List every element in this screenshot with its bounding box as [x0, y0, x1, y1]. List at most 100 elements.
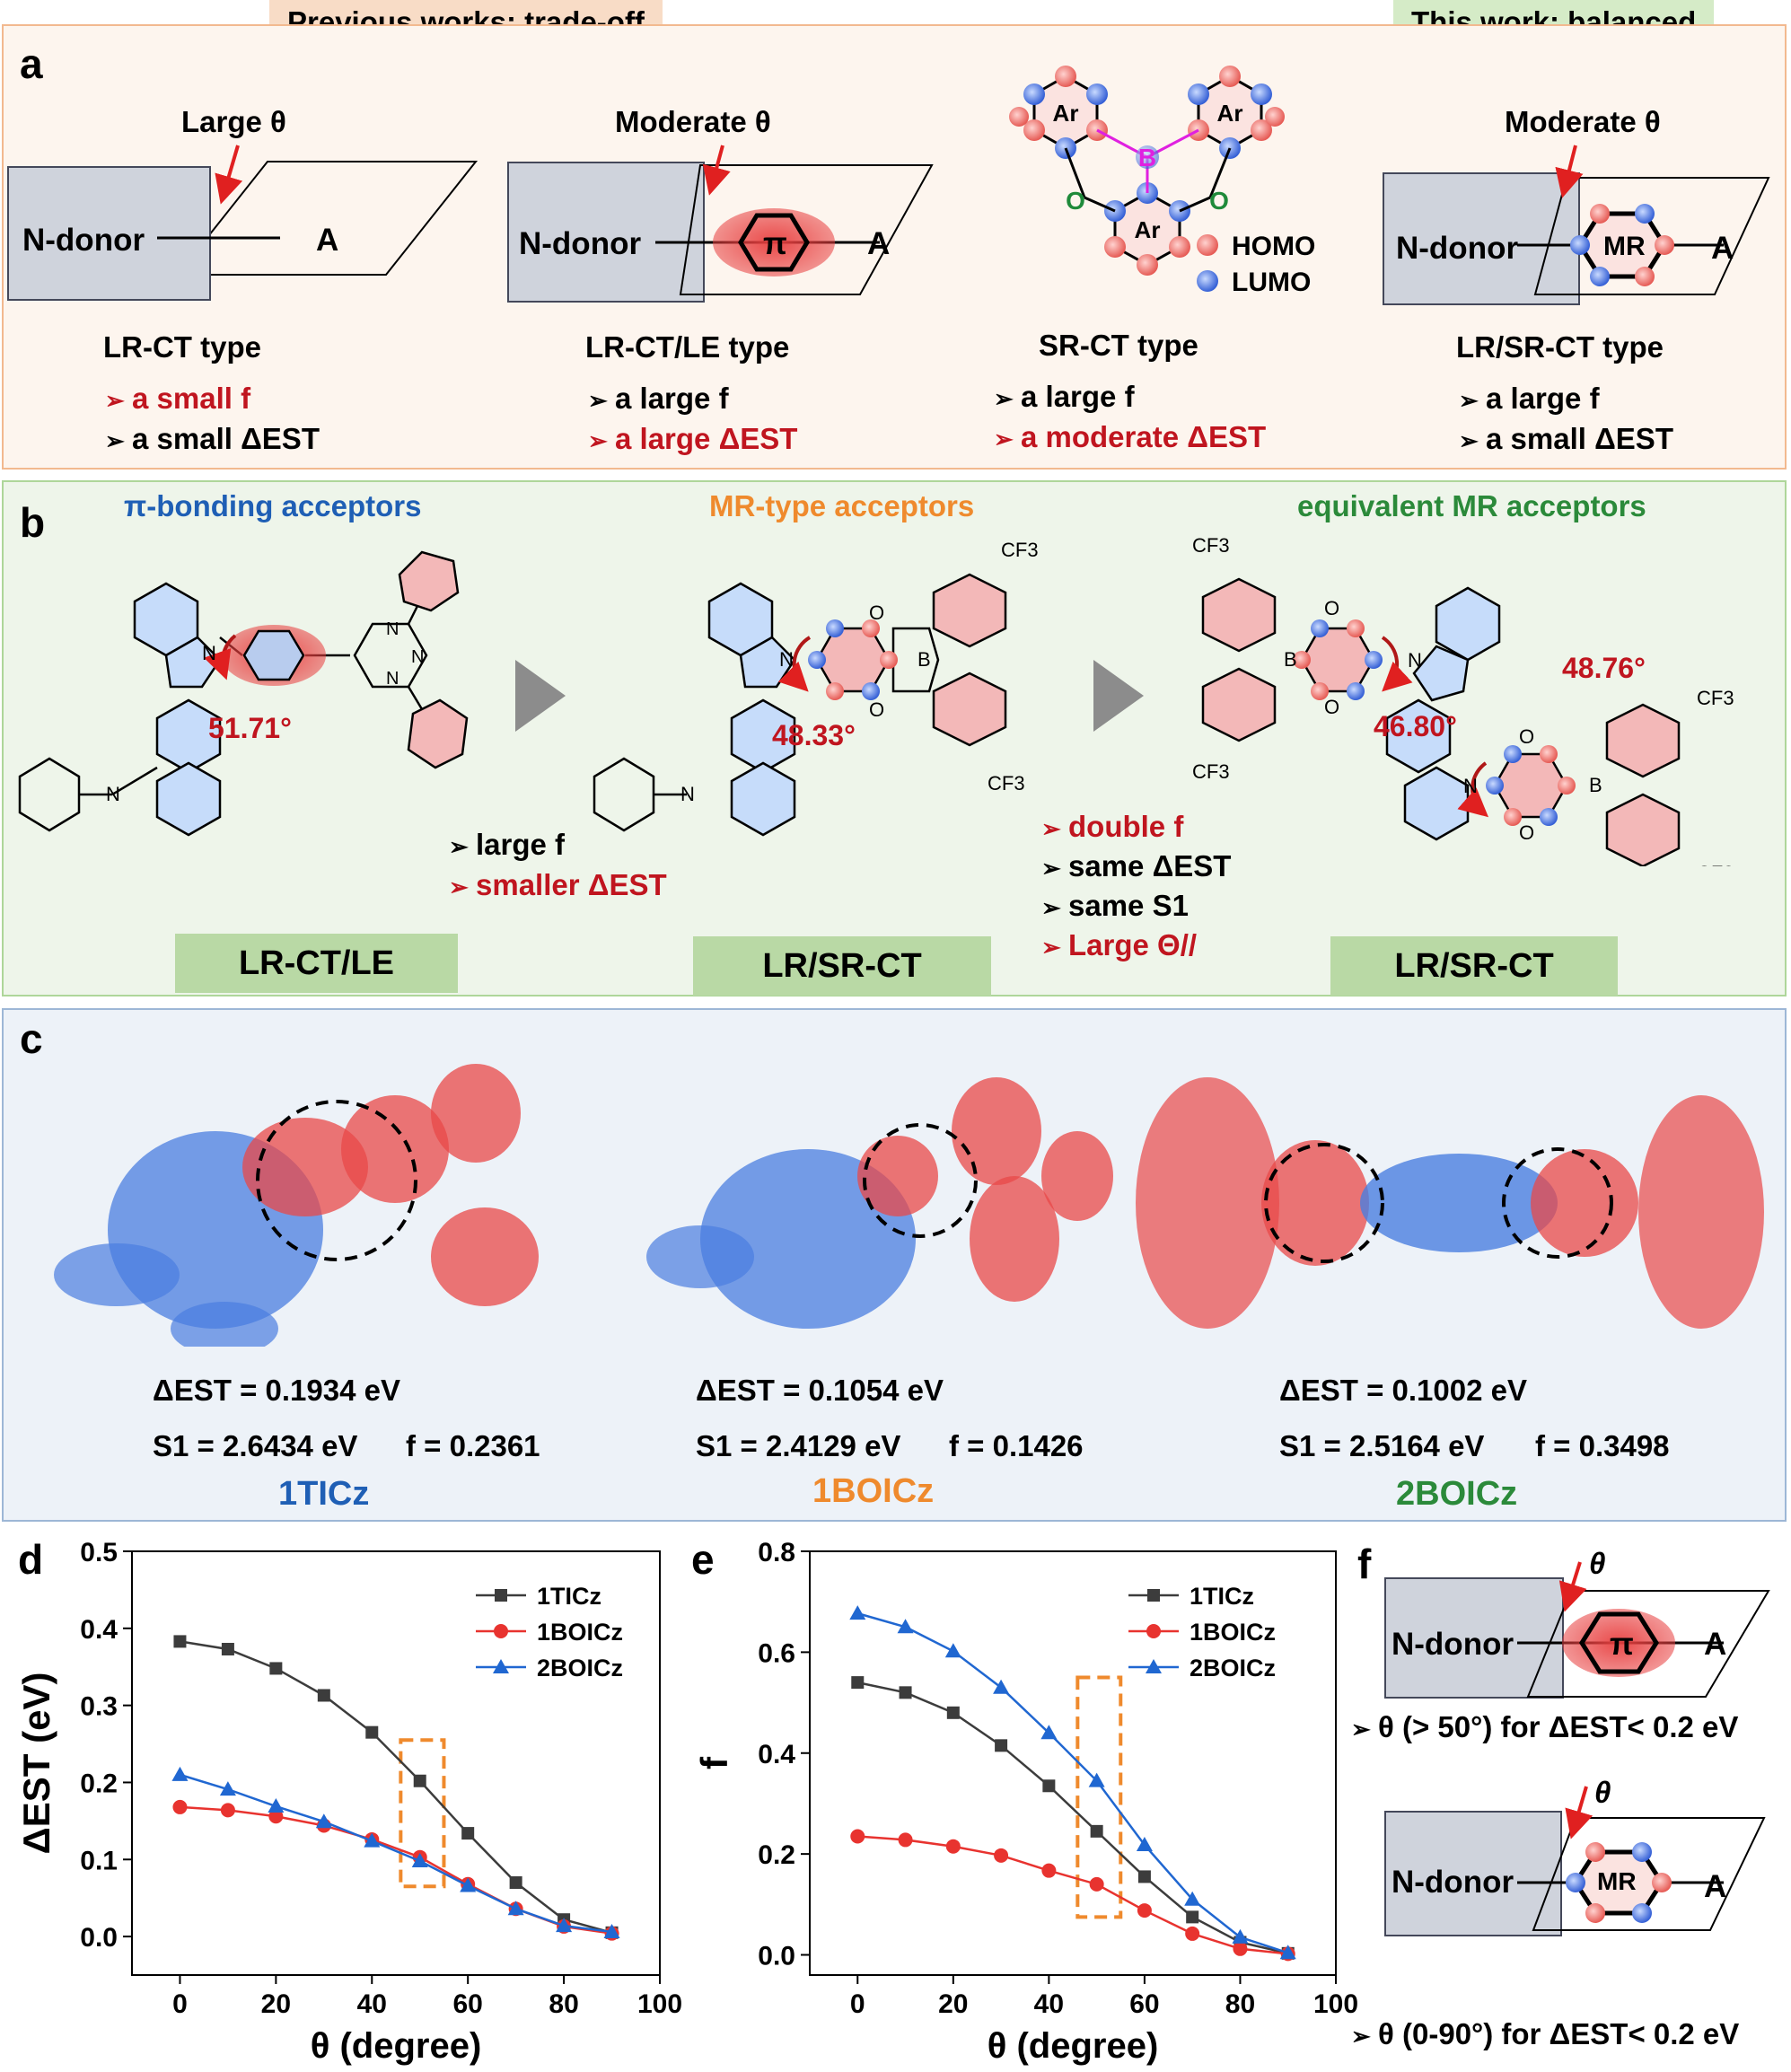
x-tick-label: 0: [172, 1989, 188, 2019]
x-tick-label: 20: [261, 1989, 291, 2019]
arrow-bullet-icon: ➢: [1041, 815, 1061, 842]
data-point-1TICz: [1090, 1824, 1103, 1838]
data-point-1TICz: [269, 1662, 283, 1675]
molecule-1boicz: N N B O O CF3 CF3 48.33°: [593, 539, 1039, 837]
legend-label: 1BOICz: [1190, 1619, 1276, 1646]
data-point-2BOICz: [993, 1679, 1010, 1694]
data-point-2BOICz: [1232, 1928, 1249, 1944]
f-top-pi-label: π: [1610, 1627, 1634, 1662]
panel-e-letter: e: [691, 1536, 715, 1583]
plot-frame: [131, 1550, 661, 1976]
col4-bullet1: ➢a large f: [1459, 382, 1600, 415]
panel-b: [2, 480, 1787, 996]
f-bottom-acceptor-label: A: [1704, 1869, 1727, 1904]
f-top-donor-label: N-donor: [1392, 1627, 1514, 1662]
cf3-label: CF3: [1697, 862, 1734, 866]
y-tick-label: 0.6: [758, 1638, 795, 1668]
y-tick-label: 0.0: [758, 1942, 795, 1971]
data-point-2BOICz: [219, 1781, 236, 1796]
col2-donor-label: N-donor: [519, 226, 642, 261]
series-line-1BOICz: [180, 1805, 612, 1935]
n-atom-label: N: [386, 619, 399, 639]
lumo-legend-label: LUMO: [1232, 268, 1311, 297]
legend-marker: [493, 1659, 509, 1673]
cf3-label: CF3: [1001, 539, 1039, 561]
arrow-bullet-icon: ➢: [1041, 855, 1061, 882]
n-atom-label: N: [386, 669, 399, 689]
legend-marker: [1147, 1589, 1160, 1602]
angle-48-76-label: 48.76°: [1562, 652, 1646, 684]
data-point-1TICz: [946, 1706, 960, 1719]
mol3-name: 2BOICz: [1396, 1475, 1518, 1513]
col1-type-label: LR-CT type: [103, 330, 261, 364]
data-point-2BOICz: [1040, 1725, 1058, 1740]
series-line-1TICz: [857, 1681, 1289, 1955]
data-point-1TICz: [317, 1689, 330, 1702]
x-tick-label: 20: [938, 1989, 968, 2019]
arrow-bullet-icon: ➢: [1351, 1716, 1371, 1743]
f-bottom-mr-label: MR: [1597, 1867, 1637, 1895]
data-point-1TICz: [995, 1739, 1008, 1752]
o-atom-label: O: [869, 698, 884, 721]
col2-schematic: [655, 145, 934, 295]
data-point-1TICz: [1137, 1870, 1151, 1883]
col2-type-label: LR-CT/LE type: [585, 330, 790, 364]
ar-label-bottom: Ar: [1135, 216, 1161, 243]
col1-angle-label: Large θ: [181, 105, 286, 138]
data-point-1TICz: [1042, 1779, 1056, 1793]
molecule-2boicz: B B O O O O N N CF3 CF3 CF3 CF3 46.80° 4…: [1192, 534, 1734, 866]
col1-bullet2: ➢a small ΔEST: [105, 422, 320, 455]
legend-label: 2BOICz: [537, 1655, 623, 1681]
data-point-2BOICz: [411, 1852, 428, 1867]
f-top-donor-box: [1384, 1577, 1564, 1699]
data-point-2BOICz: [268, 1798, 285, 1813]
arrow-bullet-icon: ➢: [994, 385, 1014, 412]
homo-legend-icon: [1197, 234, 1218, 256]
mol2-dest: ΔEST = 0.1054 eV: [696, 1374, 944, 1407]
x-axis-label: θ (degree): [988, 2026, 1159, 2066]
col4-bullet2: ➢a small ΔEST: [1459, 422, 1673, 455]
data-point-2BOICz: [171, 1766, 189, 1781]
arrow-bullet-icon: ➢: [1351, 2023, 1371, 2050]
legend-label: 1BOICz: [537, 1619, 623, 1646]
mid1-bullet1: ➢large f: [449, 828, 566, 861]
arrow-bullet-icon: ➢: [1041, 934, 1061, 961]
n-atom-label: N: [1408, 649, 1422, 672]
orbital-render-1boicz: [646, 1077, 1113, 1329]
data-point-1TICz: [851, 1676, 865, 1690]
type-box-lr-ct-le: LR-CT/LE: [175, 934, 458, 993]
data-point-2BOICz: [849, 1605, 866, 1620]
data-point-1TICz: [509, 1876, 522, 1890]
data-point-1TICz: [173, 1635, 187, 1648]
highlight-circle: [1502, 1147, 1613, 1259]
col2-bullet1: ➢a large f: [588, 382, 729, 415]
data-point-1BOICz: [1041, 1863, 1057, 1878]
arrow-bullet-icon: ➢: [449, 874, 469, 900]
arrow-bullet-icon: ➢: [588, 427, 608, 454]
col3-bullet2: ➢a moderate ΔEST: [994, 420, 1267, 453]
panel-c-letter: c: [20, 1015, 43, 1062]
pi-bonding-heading: π-bonding acceptors: [124, 489, 422, 522]
type-box-lr-sr-ct-2: LR/SR-CT: [1330, 936, 1618, 996]
oxygen-atom-right: O: [1209, 187, 1229, 215]
y-tick-label: 0.5: [80, 1538, 118, 1567]
col4-acceptor-label: A: [1711, 231, 1734, 266]
x-tick-label: 80: [549, 1989, 578, 2019]
arrow-bullet-icon: ➢: [588, 387, 608, 414]
data-point-2BOICz: [556, 1918, 573, 1933]
panel-f-letter: f: [1357, 1541, 1372, 1587]
highlight-circle: [1264, 1143, 1384, 1263]
arrow-bullet-icon: ➢: [105, 427, 125, 454]
y-tick-label: 0.1: [80, 1846, 118, 1875]
f-bottom-schematic: [1517, 1786, 1766, 1931]
mol3-dest: ΔEST = 0.1002 eV: [1279, 1374, 1527, 1407]
col3-bullet1: ➢a large f: [994, 380, 1135, 413]
mol2-s1: S1 = 2.4129 eV: [696, 1429, 901, 1462]
data-point-1BOICz: [1233, 1941, 1248, 1956]
x-axis-label: θ (degree): [311, 2026, 482, 2066]
legend-marker: [1146, 1659, 1162, 1673]
legend-label: 1TICz: [1190, 1583, 1254, 1610]
plot-frame: [809, 1550, 1337, 1976]
y-axis-label: f: [693, 1756, 735, 1769]
